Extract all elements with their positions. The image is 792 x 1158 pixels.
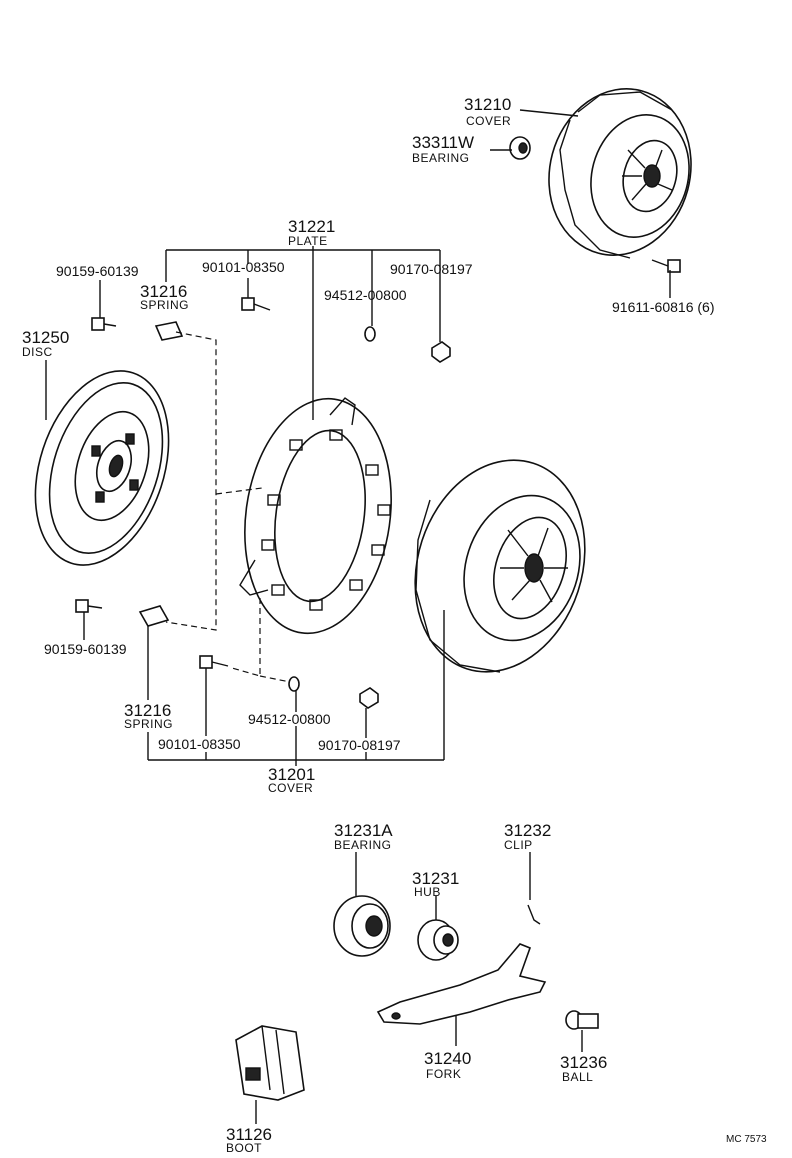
bearing-top-number: 33311W (412, 133, 474, 152)
spring-bottom-name: SPRING (124, 717, 173, 731)
cover-bottom-name: COVER (268, 781, 313, 795)
disc-number: 31250 (22, 328, 69, 347)
small-parts-top (91, 297, 451, 363)
cover-top-number: 31210 (464, 95, 511, 114)
clip-number: 31232 (504, 821, 551, 840)
ball-name: BALL (562, 1070, 593, 1084)
clip-drawing (527, 904, 541, 925)
boot-drawing (235, 1025, 305, 1101)
clip-name: CLIP (504, 838, 533, 852)
part-labels: 31210 COVER 33311W BEARING 31221 PLATE 9… (22, 95, 767, 1155)
release-bearing-number: 31231A (334, 821, 393, 840)
spring-bottom-number: 31216 (124, 701, 171, 720)
pilot-bearing-drawing (509, 136, 531, 160)
plate-number: 31221 (288, 217, 335, 236)
dashed-connectors (165, 331, 291, 683)
bolt-top-left-label: 90159-60139 (56, 263, 139, 279)
boot-name: BOOT (226, 1141, 262, 1155)
spring-top-name: SPRING (140, 298, 189, 312)
pin-top-label: 94512-00800 (324, 287, 407, 303)
bearing-top-name: BEARING (412, 151, 470, 165)
hub-drawing (417, 919, 459, 961)
clutch-cover-bottom-drawing (414, 459, 586, 673)
clutch-disc-drawing (34, 370, 170, 566)
pressure-plate-drawing (239, 397, 392, 635)
plate-name: PLATE (288, 234, 328, 248)
spring-top-number: 31216 (140, 282, 187, 301)
small-parts-bottom (75, 599, 379, 709)
cover-bottom-number: 31201 (268, 765, 315, 784)
disc-name: DISC (22, 345, 53, 359)
fork-name: FORK (426, 1067, 461, 1081)
cover-top-name: COVER (466, 114, 511, 128)
release-bearing-name: BEARING (334, 838, 392, 852)
bolt-top-mid-label: 90101-08350 (202, 259, 285, 275)
nut-bottom-label: 90170-08197 (318, 737, 401, 753)
ball-number: 31236 (560, 1053, 607, 1072)
hub-name: HUB (414, 885, 441, 899)
ball-drawing (565, 1010, 599, 1030)
clutch-cover-top-drawing (548, 88, 692, 259)
bolt-bottom-mid-label: 90101-08350 (158, 736, 241, 752)
nut-top-label: 90170-08197 (390, 261, 473, 277)
drawing-code: MC 7573 (726, 1134, 767, 1145)
leader-lines (45, 109, 671, 1124)
bolt-bottom-left-label: 90159-60139 (44, 641, 127, 657)
hub-number: 31231 (412, 869, 459, 888)
cover-bolt-label: 91611-60816 (6) (612, 299, 714, 315)
pin-bottom-label: 94512-00800 (248, 711, 331, 727)
fork-number: 31240 (424, 1049, 471, 1068)
boot-number: 31126 (226, 1125, 272, 1144)
cover-bolt-drawing (651, 259, 681, 273)
release-bearing-drawing (333, 895, 391, 957)
fork-drawing (376, 943, 547, 1025)
